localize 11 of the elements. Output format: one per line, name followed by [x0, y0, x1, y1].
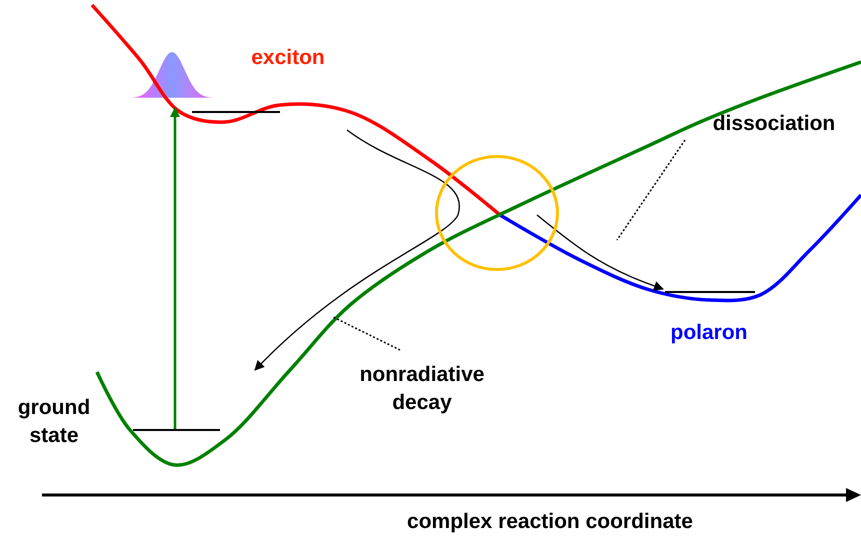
crossing-circle [435, 155, 559, 271]
leader-line [616, 140, 686, 240]
process-label: nonradiative decay [358, 362, 486, 416]
process-label: dissociation [712, 111, 836, 137]
arrow [536, 214, 664, 291]
state-label: exciton [250, 45, 326, 71]
arrow [170, 107, 180, 429]
axis-title: complex reaction coordinate [406, 509, 694, 535]
state-label: polaron [670, 320, 748, 346]
leader-line [332, 316, 400, 351]
state-label: ground state [16, 395, 92, 449]
